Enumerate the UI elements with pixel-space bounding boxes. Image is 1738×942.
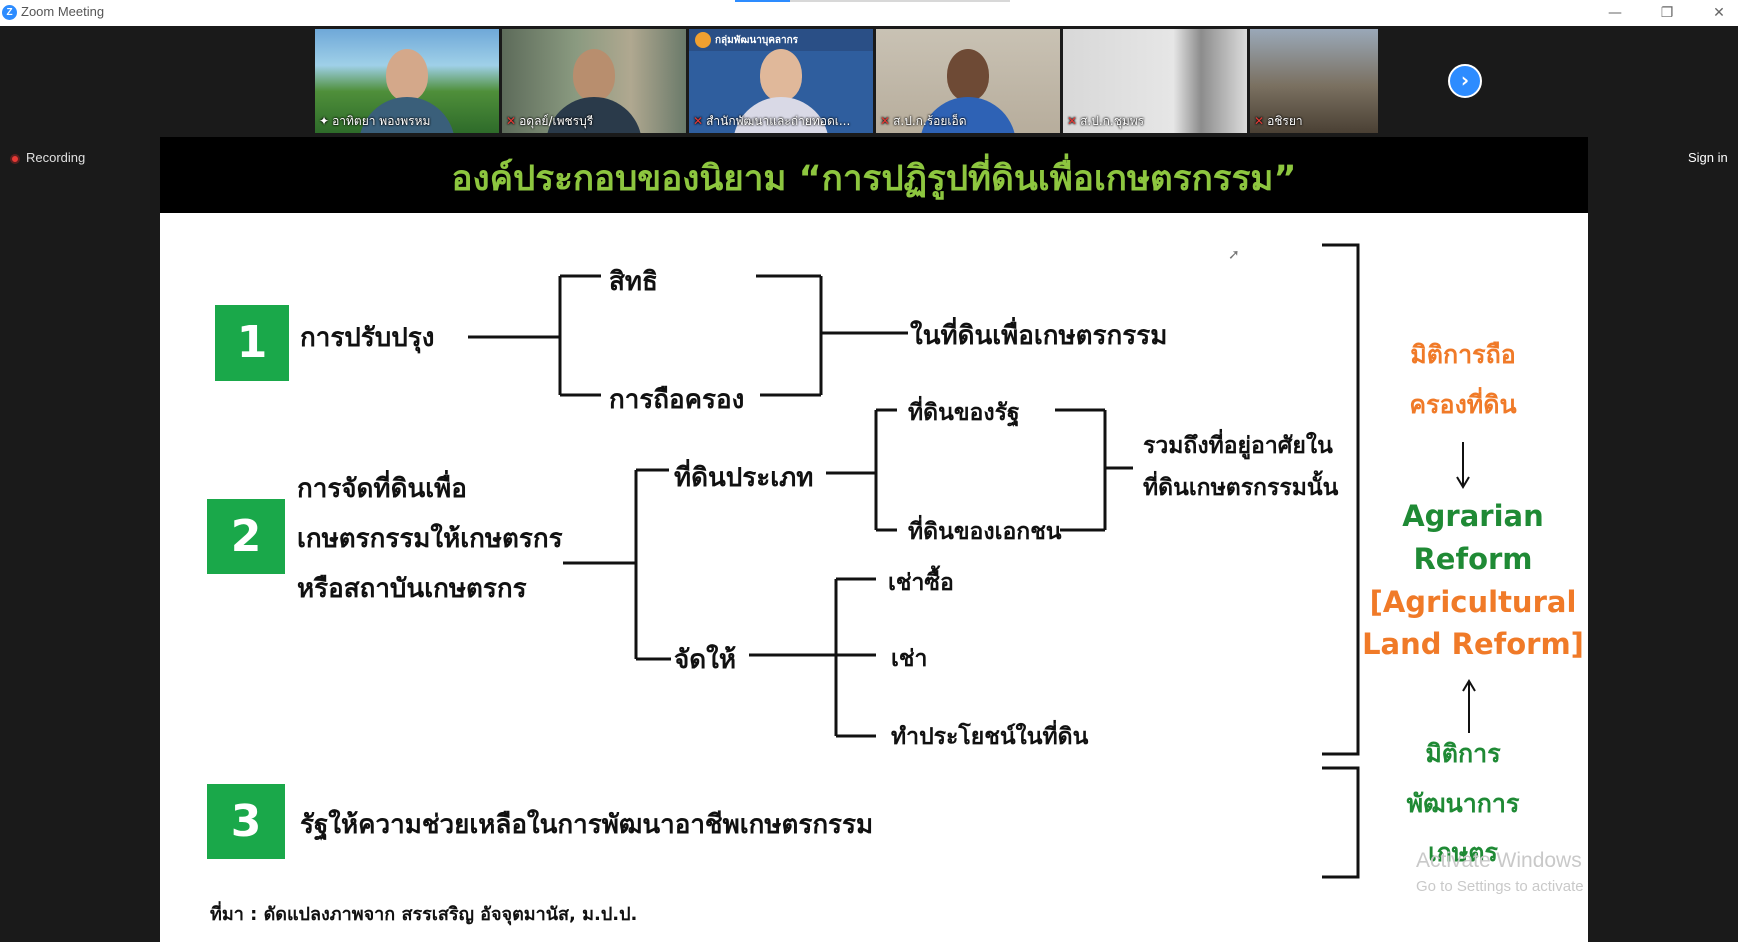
participant-tile[interactable]: กลุ่มพัฒนาบุคลากร ✕สำนักพัฒนาและถ่ายทอดเ…	[689, 29, 873, 133]
item-1-badge: 1	[215, 305, 289, 381]
participant-avatar	[760, 49, 802, 101]
participant-label: ✕ส.ป.ก.ร้อยเอ็ด	[880, 112, 967, 131]
item-2-rent: เช่า	[891, 646, 928, 672]
activate-windows-title: Activate Windows	[1416, 849, 1582, 872]
slide-header: องค์ประกอบของนิยาม “การปฏิรูปที่ดินเพื่อ…	[160, 137, 1588, 213]
mic-muted-icon: ✕	[1254, 114, 1265, 128]
close-button[interactable]: ✕	[1713, 5, 1725, 21]
virtual-background-banner	[689, 29, 873, 51]
item-1-result: ในที่ดินเพื่อเกษตรกรรม	[910, 321, 1168, 351]
item-3-text: รัฐให้ความช่วยเหลือในการพัฒนาอาชีพเกษตรก…	[300, 810, 874, 840]
participant-avatar	[947, 49, 989, 101]
item-2-include-line1: รวมถึงที่อยู่อาศัยใน	[1143, 433, 1333, 459]
participant-label: ✕สำนักพัฒนาและถ่ายทอดเ...	[693, 112, 850, 131]
slide-title: องค์ประกอบของนิยาม “การปฏิรูปที่ดินเพื่อ…	[451, 159, 1297, 199]
participant-name: อชิรยา	[1267, 114, 1303, 128]
mic-muted-icon: ✕	[693, 114, 704, 128]
sign-in-button[interactable]: Sign in	[1688, 150, 1728, 165]
participant-strip: ✦อาทิตยา พองพรหม ✕อดุลย์/เพชรบุรี กลุ่มพ…	[0, 26, 1738, 138]
pin-icon: ✦	[319, 114, 330, 128]
mic-muted-icon: ✕	[506, 114, 517, 128]
agricultural-land-reform-line1: [Agricultural	[1369, 585, 1577, 619]
item-1-branch-rights: สิทธิ	[609, 267, 658, 297]
item-2-text-line3: หรือสถาบันเกษตรกร	[297, 574, 527, 604]
item-1-branch-tenure: การถือครอง	[609, 385, 745, 415]
participant-tile[interactable]: ✦อาทิตยา พองพรหม	[315, 29, 499, 133]
item-2-allot: จัดให้	[674, 645, 736, 675]
item-2-badge: 2	[207, 499, 285, 574]
activate-windows-subtitle: Go to Settings to activate Windows.	[1416, 878, 1588, 895]
next-participants-button[interactable]: ›	[1448, 64, 1482, 98]
dimension-land-tenure-line2: ครองที่ดิน	[1409, 390, 1517, 419]
item-2-land-type: ที่ดินประเภท	[674, 463, 814, 493]
chevron-right-icon: ›	[1460, 68, 1470, 92]
slide-source: ที่มา : ดัดแปลงภาพจาก สรรเสริญ อัจจุตมาน…	[210, 904, 638, 925]
participant-label: ✕ส.ป.ก.ชุมพร	[1067, 112, 1144, 131]
participant-video	[1250, 29, 1378, 133]
zoom-logo-icon: Z	[2, 5, 17, 20]
participant-avatar	[386, 49, 428, 101]
org-logo-icon	[695, 32, 711, 48]
participant-name: ส.ป.ก.ร้อยเอ็ด	[893, 114, 967, 128]
dimension-agri-development-line2: พัฒนาการ	[1406, 789, 1520, 818]
participant-tile[interactable]: ✕อดุลย์/เพชรบุรี	[502, 29, 686, 133]
participant-tile[interactable]: ✕ส.ป.ก.ชุมพร	[1063, 29, 1247, 133]
recording-dot-icon	[10, 153, 20, 164]
view-indicator-active	[735, 0, 790, 2]
shared-slide: องค์ประกอบของนิยาม “การปฏิรูปที่ดินเพื่อ…	[160, 137, 1588, 942]
title-bar: Z Zoom Meeting — ❐ ✕	[0, 0, 1738, 26]
participant-label: ✕อชิรยา	[1254, 112, 1303, 131]
participant-name: อาทิตยา พองพรหม	[332, 114, 431, 128]
item-2-state-land: ที่ดินของรัฐ	[908, 400, 1020, 426]
recording-label: Recording	[26, 150, 86, 165]
participant-name: ส.ป.ก.ชุมพร	[1080, 114, 1145, 128]
participant-tile[interactable]: ✕อชิรยา	[1250, 29, 1378, 133]
item-2-text-line1: การจัดที่ดินเพื่อ	[297, 474, 467, 504]
dimension-land-tenure-line1: มิติการถือ	[1410, 340, 1516, 369]
view-indicator	[735, 0, 1010, 2]
item-2-land-use: ทำประโยชน์ในที่ดิน	[891, 724, 1089, 750]
participant-name: อดุลย์/เพชรบุรี	[519, 114, 594, 128]
agricultural-land-reform-line2: Land Reform]	[1362, 627, 1584, 661]
window-title: Zoom Meeting	[21, 4, 105, 19]
mic-muted-icon: ✕	[880, 114, 891, 128]
virtual-background-text: กลุ่มพัฒนาบุคลากร	[715, 35, 799, 46]
recording-indicator[interactable]: Recording	[10, 150, 85, 165]
agrarian-reform-line1: Agrarian	[1402, 499, 1544, 533]
agrarian-reform-line2: Reform	[1413, 542, 1533, 576]
item-1-text: การปรับปรุง	[300, 323, 435, 353]
minimize-button[interactable]: —	[1608, 5, 1622, 21]
participant-avatar	[573, 49, 615, 101]
diagram-connectors	[468, 243, 1476, 879]
item-2-hire-purchase: เช่าซื้อ	[888, 570, 954, 596]
dimension-agri-development-line3: เกษตร	[1428, 838, 1498, 867]
dimension-agri-development-line1: มิติการ	[1425, 739, 1501, 768]
item-2-private-land: ที่ดินของเอกชน	[908, 519, 1062, 545]
participant-label: ✕อดุลย์/เพชรบุรี	[506, 112, 593, 131]
mouse-pointer-icon: ➚	[1228, 247, 1240, 263]
participant-tile[interactable]: ✕ส.ป.ก.ร้อยเอ็ด	[876, 29, 1060, 133]
item-2-include-line2: ที่ดินเกษตรกรรมนั้น	[1143, 475, 1339, 501]
item-3-badge: 3	[207, 784, 285, 859]
participant-label: ✦อาทิตยา พองพรหม	[319, 112, 430, 131]
restore-button[interactable]: ❐	[1660, 5, 1674, 21]
mic-muted-icon: ✕	[1067, 114, 1078, 128]
item-2-text-line2: เกษตรกรรมให้เกษตรกร	[297, 524, 563, 554]
participant-video	[1063, 29, 1247, 133]
participant-name: สำนักพัฒนาและถ่ายทอดเ...	[706, 114, 851, 128]
